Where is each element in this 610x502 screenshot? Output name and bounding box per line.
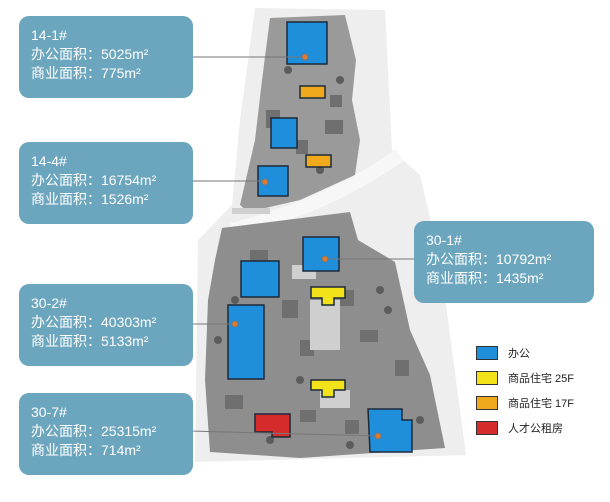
office-area-label: 办公面积： [426,251,496,267]
office-area-value: 40303m² [101,314,157,330]
legend-item-residential-25f: 商品住宅 25F [476,370,610,386]
callout-30-2: 30-2# 办公面积：40303m² 商业面积：5133m² [19,284,193,366]
leader-30-7 [189,430,379,437]
retail-area-row: 商业面积：1526m² [31,190,181,209]
office-area-value: 5025m² [101,46,149,62]
callout-14-4: 14-4# 办公面积：16754m² 商业面积：1526m² [19,142,193,224]
office-area-value: 10792m² [496,251,552,267]
legend-label: 商品住宅 17F [508,398,575,410]
legend-item-office: 办公 [476,345,610,361]
office-area-row: 办公面积：40303m² [31,313,181,332]
marker-14-1 [301,53,309,61]
retail-area-row: 商业面积：1435m² [426,269,582,288]
retail-area-label: 商业面积： [31,442,101,458]
legend-item-talent-rental: 人才公租房 [476,420,610,436]
legend-swatch-office [476,346,498,360]
callout-id: 30-7# [31,404,67,420]
office-area-row: 办公面积：5025m² [31,45,181,64]
callout-id: 14-4# [31,153,67,169]
callout-14-1: 14-1# 办公面积：5025m² 商业面积：775m² [19,16,193,98]
marker-30-2 [231,320,239,328]
building-30-7-office [367,408,413,453]
legend-label: 人才公租房 [508,423,563,435]
office-area-row: 办公面积：25315m² [31,422,181,441]
map-legend: 办公 商品住宅 25F 商品住宅 17F 人才公租房 [476,345,610,445]
retail-area-label: 商业面积： [31,333,101,349]
retail-area-row: 商业面积：714m² [31,441,181,460]
marker-30-1 [321,255,329,263]
building-talent-rental [254,413,291,438]
retail-area-value: 714m² [101,442,141,458]
legend-swatch-residential-25f [476,371,498,385]
office-area-row: 办公面积：16754m² [31,171,181,190]
retail-area-label: 商业面积： [31,191,101,207]
legend-label: 办公 [508,348,530,360]
office-area-label: 办公面积： [31,314,101,330]
office-area-value: 16754m² [101,172,157,188]
office-area-label: 办公面积： [31,46,101,62]
building-30-2-office-lower [227,304,265,380]
legend-label: 商品住宅 25F [508,373,575,385]
building-residential-17f-south [305,154,332,168]
building-residential-17f-north [299,85,326,99]
legend-item-residential-17f: 商品住宅 17F [476,395,610,411]
retail-area-label: 商业面积： [31,65,101,81]
callout-id: 14-1# [31,27,67,43]
retail-area-value: 5133m² [101,333,149,349]
marker-30-7 [374,432,382,440]
building-30-2-office-upper [240,260,280,298]
building-14-4-office-upper [270,117,298,149]
callout-id: 30-1# [426,232,462,248]
marker-14-4 [261,178,269,186]
callout-id: 30-2# [31,295,67,311]
retail-area-label: 商业面积： [426,270,496,286]
legend-swatch-residential-17f [476,396,498,410]
road [230,149,405,237]
office-area-label: 办公面积： [31,172,101,188]
office-area-label: 办公面积： [31,423,101,439]
retail-area-value: 775m² [101,65,141,81]
legend-swatch-talent-rental [476,421,498,435]
retail-area-value: 1526m² [101,191,149,207]
retail-area-value: 1435m² [496,270,544,286]
building-residential-25f-north [310,286,346,306]
retail-area-row: 商业面积：5133m² [31,332,181,351]
building-30-1-office [302,236,340,272]
retail-area-row: 商业面积：775m² [31,64,181,83]
callout-30-1: 30-1# 办公面积：10792m² 商业面积：1435m² [414,221,594,303]
callout-30-7: 30-7# 办公面积：25315m² 商业面积：714m² [19,393,193,475]
office-area-value: 25315m² [101,423,157,439]
building-residential-25f-south [310,379,346,398]
office-area-row: 办公面积：10792m² [426,250,582,269]
trees [214,66,424,449]
